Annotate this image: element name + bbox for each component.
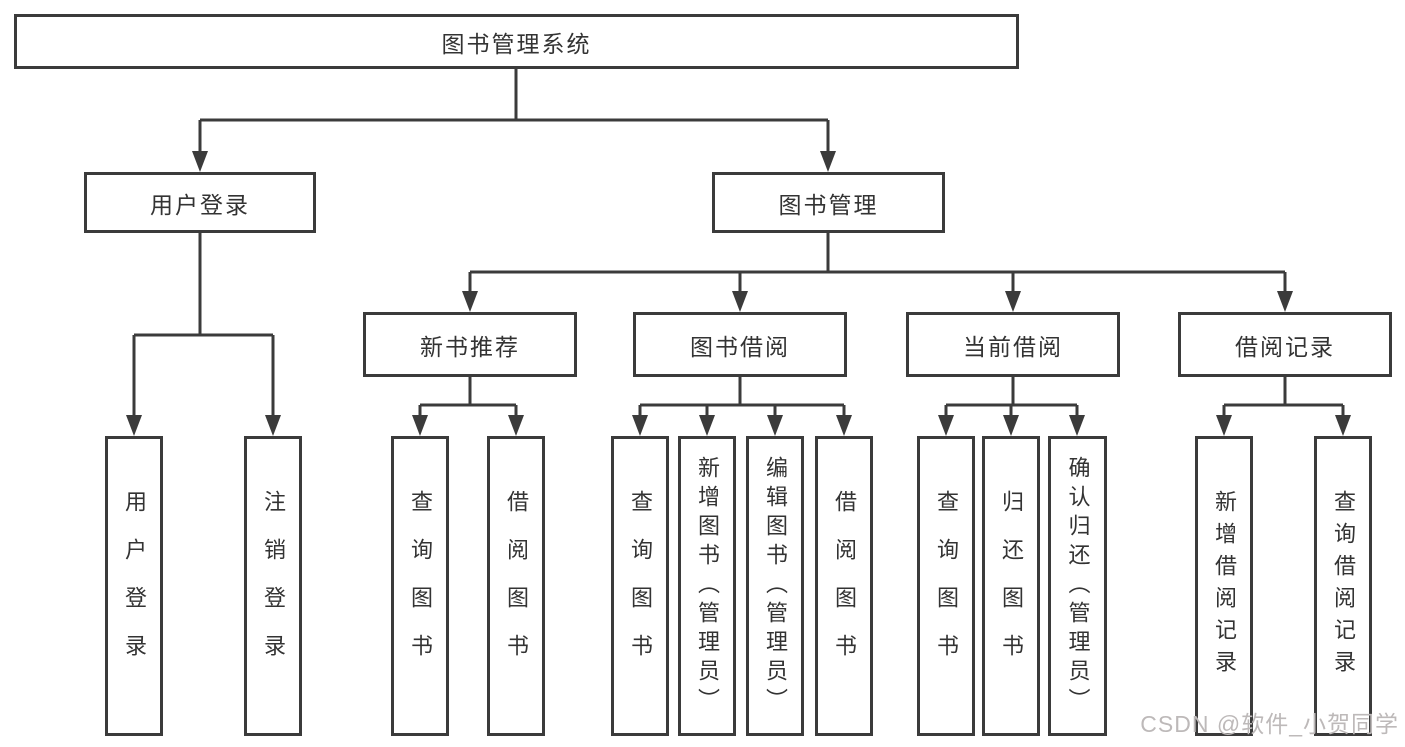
node-add-borrow-record: 新增借阅记录 xyxy=(1195,436,1253,736)
node-add-books-admin: 新增图书（管理员） xyxy=(678,436,736,736)
node-current-borrowing: 当前借阅 xyxy=(906,312,1120,377)
node-return-books: 归还图书 xyxy=(982,436,1040,736)
node-borrow-books: 借阅图书 xyxy=(815,436,873,736)
node-label: 查询图书 xyxy=(408,490,433,682)
node-query-books-current: 查询图书 xyxy=(917,436,975,736)
node-label: 查询图书 xyxy=(934,490,959,682)
node-label: 借阅图书 xyxy=(504,490,529,682)
node-label: 查询图书 xyxy=(628,490,653,682)
node-query-borrow-record: 查询借阅记录 xyxy=(1314,436,1372,736)
node-label: 用户登录 xyxy=(122,490,147,682)
node-logout: 注销登录 xyxy=(244,436,302,736)
node-label: 图书管理系统 xyxy=(441,30,592,57)
node-label: 新增图书（管理员） xyxy=(695,455,720,717)
node-label: 注销登录 xyxy=(261,490,286,682)
node-user-login: 用户登录 xyxy=(105,436,163,736)
node-label: 用户登录 xyxy=(150,191,250,218)
node-library-management-system: 图书管理系统 xyxy=(14,14,1019,69)
node-new-book-recommendation: 新书推荐 xyxy=(363,312,577,377)
node-confirm-return-admin: 确认归还（管理员） xyxy=(1048,436,1107,736)
node-user-login-branch: 用户登录 xyxy=(84,172,316,233)
node-label: 确认归还（管理员） xyxy=(1065,455,1091,717)
node-label: 借阅记录 xyxy=(1235,333,1335,360)
node-label: 图书借阅 xyxy=(690,333,790,360)
node-label: 归还图书 xyxy=(999,490,1024,682)
node-edit-books-admin: 编辑图书（管理员） xyxy=(746,436,804,736)
node-query-books-recommend: 查询图书 xyxy=(391,436,449,736)
node-book-borrowing: 图书借阅 xyxy=(633,312,847,377)
node-label: 新书推荐 xyxy=(420,333,520,360)
node-label: 查询借阅记录 xyxy=(1331,490,1356,682)
node-book-management: 图书管理 xyxy=(712,172,945,233)
node-borrow-books-recommend: 借阅图书 xyxy=(487,436,545,736)
node-label: 新增借阅记录 xyxy=(1212,490,1237,682)
node-label: 当前借阅 xyxy=(963,333,1063,360)
node-borrowing-records: 借阅记录 xyxy=(1178,312,1392,377)
node-label: 借阅图书 xyxy=(832,490,857,682)
node-label: 编辑图书（管理员） xyxy=(763,455,788,717)
node-label: 图书管理 xyxy=(778,191,879,218)
node-query-books-borrowing: 查询图书 xyxy=(611,436,669,736)
